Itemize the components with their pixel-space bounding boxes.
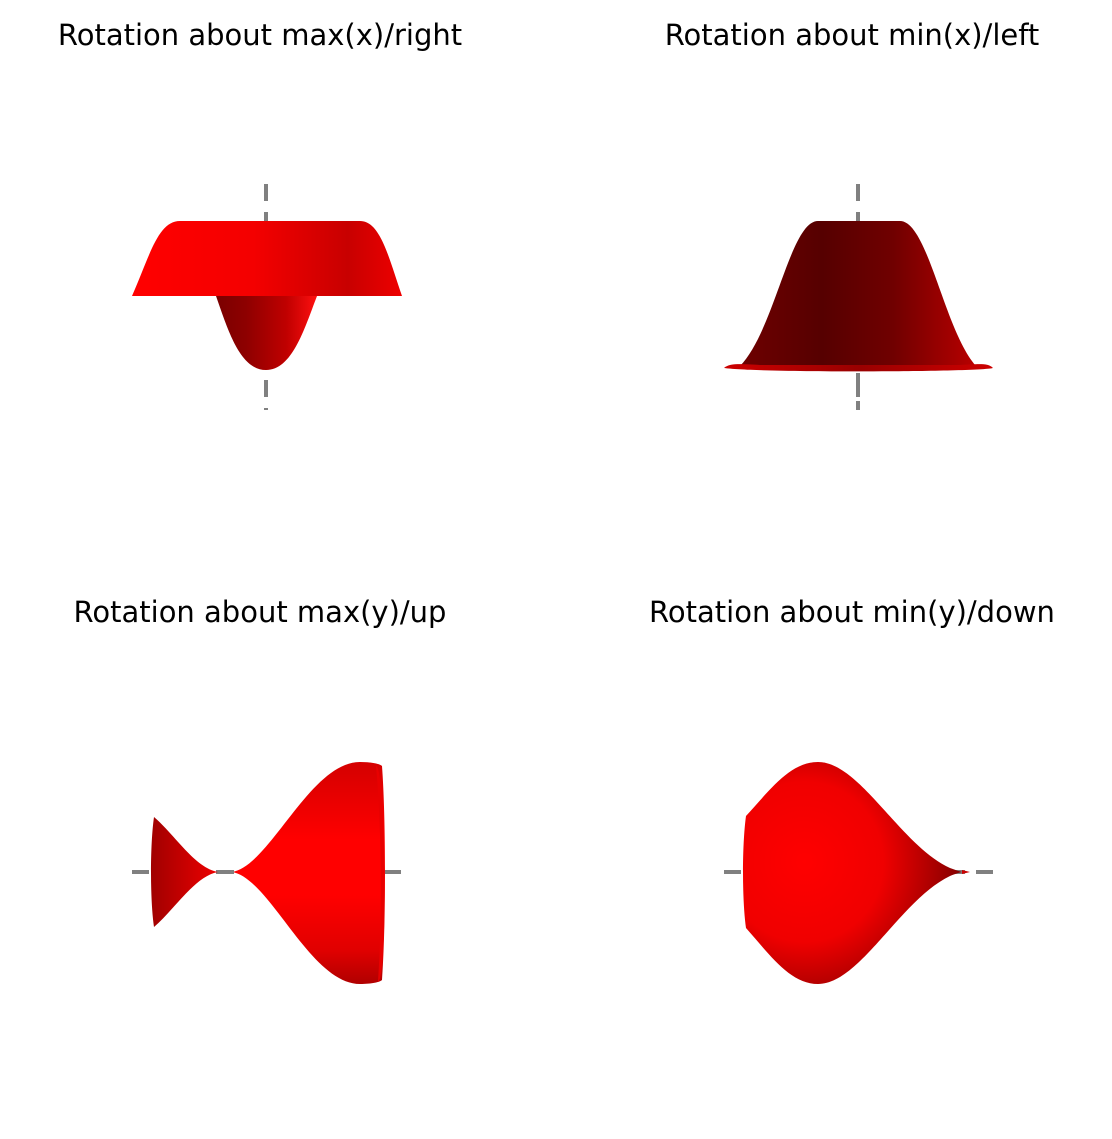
panel-min-x: Rotation about min(x)/left [665,18,1040,410]
panel-min-y: Rotation about min(y)/down [649,595,1055,984]
surface-right-bulb-max-y [232,762,385,984]
panel-title-max-y: Rotation about max(y)/up [74,595,447,629]
panel-title-max-x: Rotation about max(x)/right [58,18,462,52]
panel-max-x: Rotation about max(x)/right [58,18,462,410]
panel-title-min-x: Rotation about min(x)/left [665,18,1040,52]
surface-rim-min-x [724,364,993,372]
surface-left-cone-max-y [151,817,218,927]
surface-bell-min-x [740,221,976,366]
surface-bulb-min-y [743,762,962,984]
surface-brim-max-x [132,221,402,296]
surface-tip-min-y [962,870,970,874]
surface-bowl-max-x [216,296,317,370]
panel-max-y: Rotation about max(y)/up [74,595,447,984]
panel-title-min-y: Rotation about min(y)/down [649,595,1055,629]
surface-right-cap-max-y [376,766,385,982]
